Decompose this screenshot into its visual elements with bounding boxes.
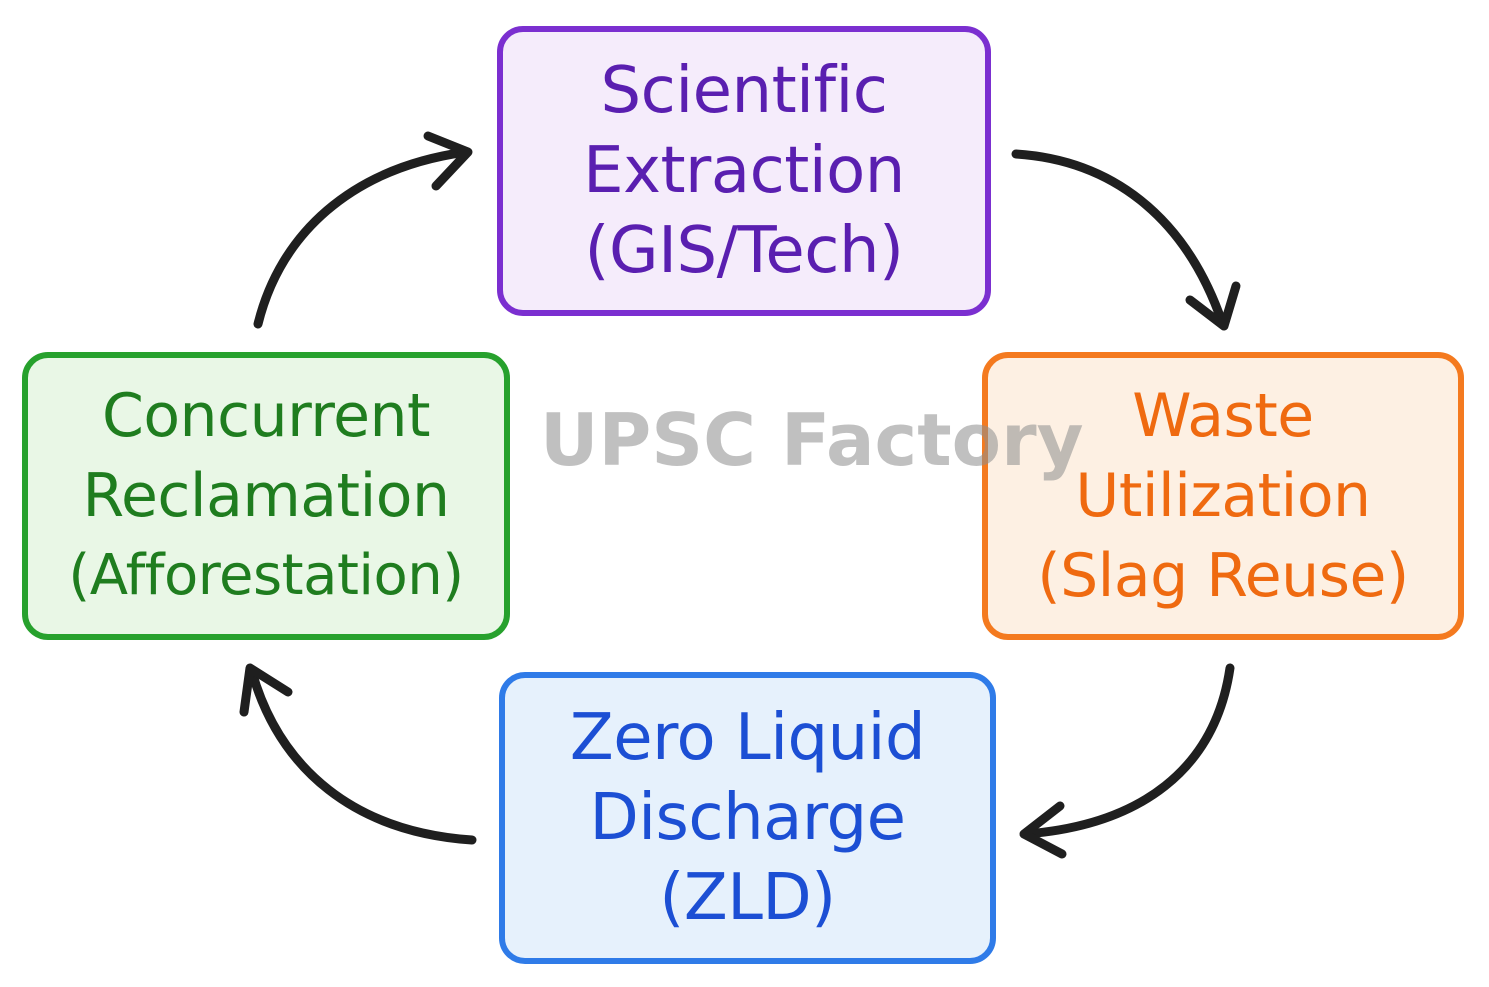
node-line: Discharge [589,781,906,855]
node-line: Concurrent [101,381,431,451]
arrowhead [1019,801,1067,859]
node-line: Utilization [1075,461,1371,531]
node-line: (Afforestation) [68,543,464,608]
arrow-shaft [247,667,477,845]
arrowhead [423,131,473,191]
node-line: Zero Liquid [569,701,926,775]
node-concurrent-reclamation: Concurrent Reclamation (Afforestation) [22,352,510,640]
node-waste-utilization: Waste Utilization (Slag Reuse) [982,352,1464,640]
node-scientific-extraction: Scientific Extraction (GIS/Tech) [497,26,991,316]
arrowhead [1185,281,1241,331]
arrow-waste-to-zld [1019,663,1235,859]
node-line: Reclamation [82,461,450,531]
arrow-extraction-to-waste [1011,149,1241,331]
node-line: (Slag Reuse) [1037,541,1409,611]
node-line: Extraction [583,134,905,208]
arrow-shaft [1011,149,1227,327]
arrowhead [239,663,293,717]
node-line: (GIS/Tech) [584,214,904,288]
node-line: (ZLD) [659,861,836,935]
arrow-shaft [1021,663,1235,839]
node-line: Waste [1132,381,1314,451]
node-line: Scientific [600,54,888,128]
arrow-reclaim-to-extraction [253,131,473,329]
node-zero-liquid-discharge: Zero Liquid Discharge (ZLD) [499,672,996,964]
arrow-shaft [253,147,471,329]
arrow-zld-to-reclaim [239,663,477,845]
